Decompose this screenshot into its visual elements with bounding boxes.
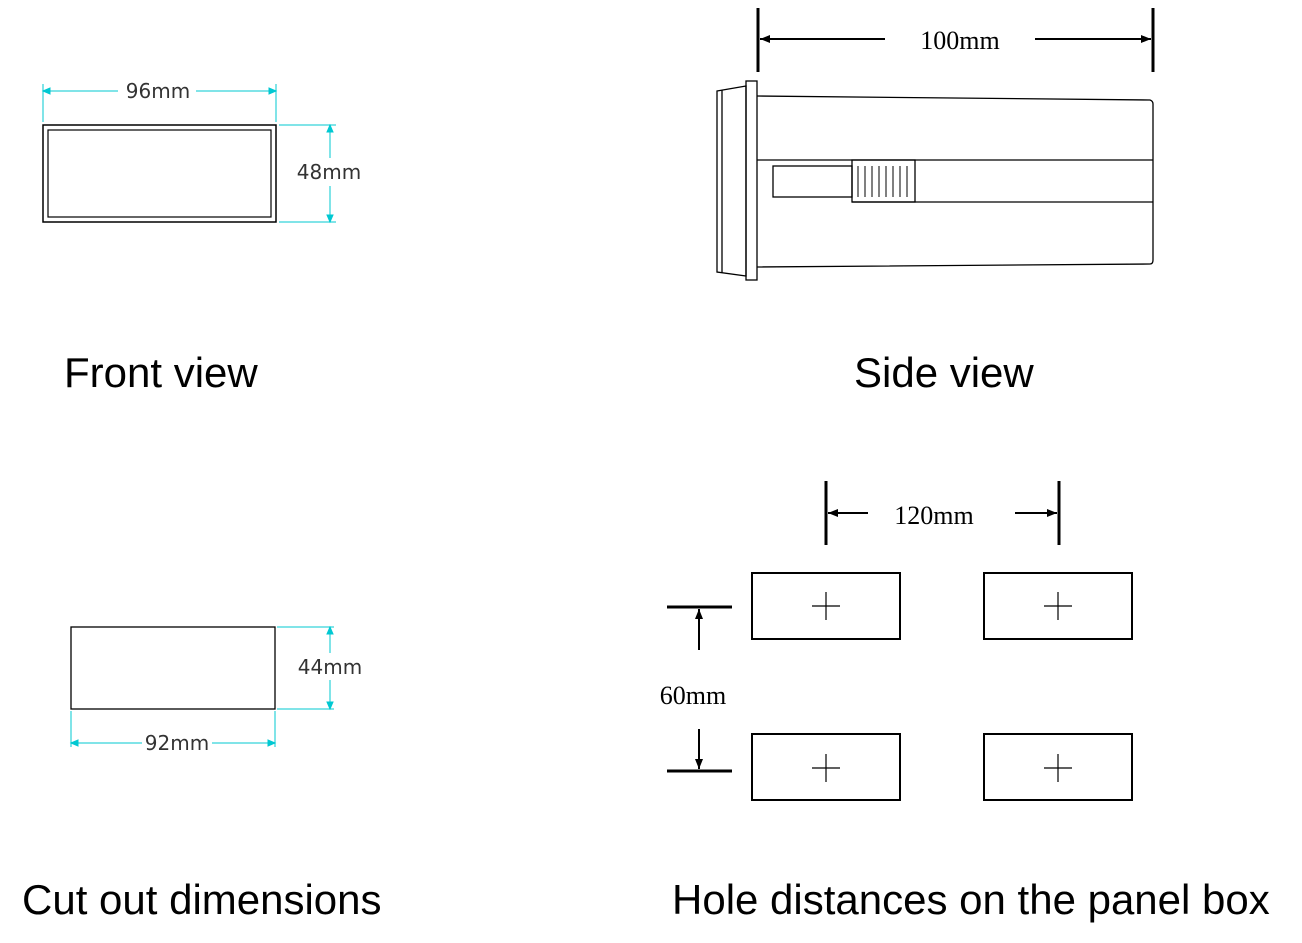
- front-width-dimension: [41, 84, 278, 122]
- side-view-ratchet-teeth: [857, 166, 908, 197]
- cutout-height-label: 44mm: [298, 655, 362, 679]
- front-view-display-window: [47, 129, 272, 218]
- side-view-drawing: [716, 80, 1154, 281]
- holes-horizontal-dimension: [824, 481, 1061, 545]
- cutout-width-dimension: [69, 711, 277, 747]
- hole-bottom-right: [983, 733, 1133, 801]
- hole-top-right: [983, 572, 1133, 640]
- hole-bottom-left: [751, 733, 901, 801]
- cutout-drawing: 44mm 92mm: [69, 625, 362, 755]
- cutout-rectangle: [70, 626, 276, 710]
- holes-caption: Hole distances on the panel box: [672, 876, 1270, 923]
- cutout-width-label: 92mm: [145, 731, 209, 755]
- side-view-mounting-flange: [745, 80, 758, 281]
- side-depth-label: 100mm: [920, 26, 999, 55]
- cutout-height-dimension: [277, 625, 334, 711]
- front-height-dimension: [279, 123, 336, 224]
- holes-horizontal-label: 120mm: [894, 501, 973, 530]
- holes-vertical-dimension: [667, 605, 732, 773]
- front-view-outer-frame: [42, 124, 277, 223]
- side-depth-dimension: [756, 8, 1155, 72]
- front-view-caption: Front view: [64, 349, 258, 396]
- holes-vertical-label: 60mm: [660, 681, 726, 710]
- front-width-label: 96mm: [126, 79, 190, 103]
- side-view-clip-slot: [772, 165, 853, 198]
- front-view-drawing: 96mm 48mm: [41, 79, 361, 224]
- side-view-housing: [756, 95, 1154, 268]
- cutout-caption: Cut out dimensions: [22, 876, 382, 923]
- side-view-caption: Side view: [854, 349, 1034, 396]
- front-height-label: 48mm: [297, 160, 361, 184]
- side-view-clip-ratchet: [851, 159, 916, 203]
- hole-top-left: [751, 572, 901, 640]
- holes-drawing: [751, 572, 1133, 801]
